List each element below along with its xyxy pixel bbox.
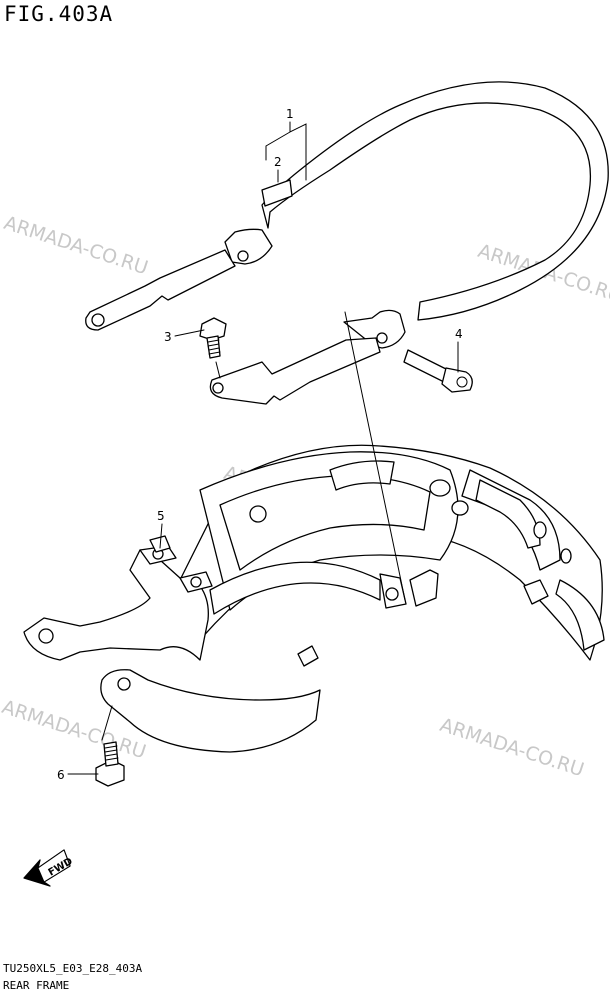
figure-title: FIG.403A	[4, 2, 114, 26]
model-code: TU250XL5_E03_E28_403A	[3, 962, 143, 975]
bolt-3[interactable]	[199, 317, 227, 359]
callout-5: 5	[157, 509, 165, 523]
callout-1: 1	[286, 107, 294, 121]
callout-2: 2	[274, 155, 282, 169]
callout-4: 4	[455, 327, 463, 341]
fwd-arrow-icon: FWD	[23, 849, 75, 887]
guide-line	[215, 361, 221, 379]
callout-3: 3	[164, 330, 172, 344]
leader-line-5	[159, 523, 163, 549]
label-sticker[interactable]	[261, 179, 293, 207]
leader-line-3	[174, 329, 205, 337]
leader-line-1	[265, 121, 307, 181]
callout-6: 6	[57, 768, 65, 782]
guide-line	[101, 705, 113, 741]
guide-line	[344, 311, 406, 601]
rear-frame-body[interactable]	[169, 444, 605, 667]
bolt-4[interactable]	[403, 349, 473, 393]
part-name: REAR FRAME	[3, 979, 70, 992]
grab-bar[interactable]	[85, 81, 609, 405]
bolt-6[interactable]	[95, 741, 125, 787]
